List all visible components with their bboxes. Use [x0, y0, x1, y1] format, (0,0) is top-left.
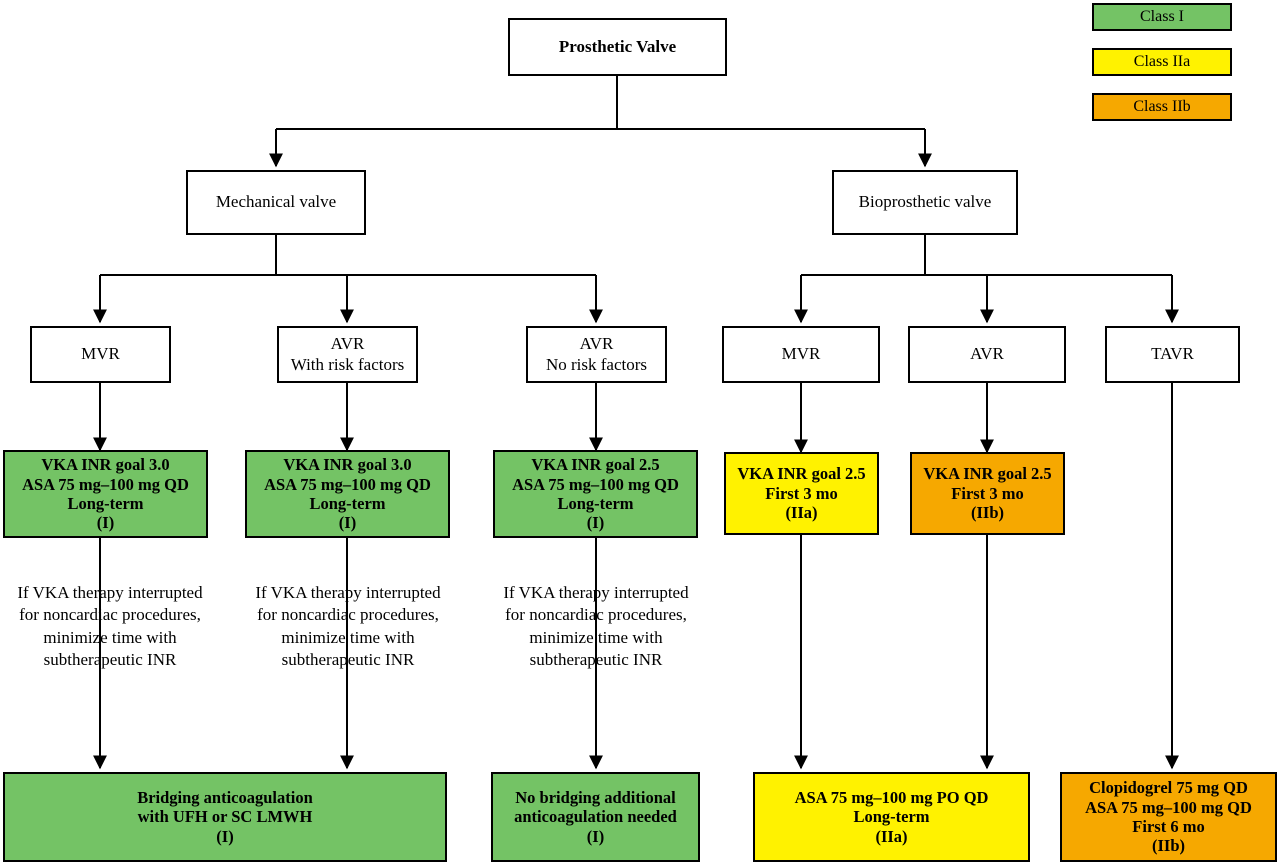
node-line: (I) [216, 826, 234, 846]
node-line: First 6 mo [1132, 817, 1205, 836]
node-line: Bridging anticoagulation [137, 787, 313, 807]
node-line: VKA INR goal 3.0 [41, 455, 170, 475]
node-line: ASA 75 mg–100 mg QD [512, 474, 679, 494]
node-line: ASA 75 mg–100 mg QD [1085, 797, 1252, 817]
node-line: Mechanical valve [215, 192, 337, 212]
note-line: If VKA therapy interrupted [503, 583, 689, 602]
node-rx-mechanical-avr-no-risk-factors[interactable]: VKA INR goal 2.5 ASA 75 mg–100 mg QD Lon… [493, 450, 698, 538]
node-line: ASA 75 mg–100 mg QD [22, 474, 189, 494]
note-line: for noncardiac procedures, [19, 605, 201, 625]
node-bioprosthetic-tavr[interactable]: TAVR [1105, 326, 1240, 383]
node-line: Long-term [853, 807, 930, 827]
node-line: (IIb) [970, 503, 1004, 523]
note-line: for noncardiac procedures, [505, 605, 687, 625]
node-line: (I) [586, 513, 605, 533]
note-mechanical-avr-risk-vka-interruption: If VKA therapy interrupted for noncardia… [238, 582, 458, 672]
node-line: (IIa) [875, 826, 908, 846]
node-mechanical-avr-with-risk-factors[interactable]: AVR With risk factors [277, 326, 418, 383]
note-line: subtherapeutic INR [43, 650, 177, 670]
node-line: (I) [586, 826, 605, 846]
node-line: With risk factors [290, 354, 405, 374]
note-mechanical-mvr-vka-interruption: If VKA therapy interrupted for noncardia… [0, 582, 220, 672]
node-mechanical-mvr[interactable]: MVR [30, 326, 171, 383]
node-line: AVR [579, 334, 614, 354]
node-mechanical-avr-no-risk-factors[interactable]: AVR No risk factors [526, 326, 667, 383]
node-line: ASA 75 mg–100 mg PO QD [794, 787, 989, 807]
note-mechanical-avr-norisk-vka-interruption: If VKA therapy interrupted for noncardia… [486, 582, 706, 672]
node-prosthetic-valve[interactable]: Prosthetic Valve [508, 18, 727, 76]
node-line: with UFH or SC LMWH [137, 807, 313, 827]
note-line: If VKA therapy interrupted [17, 583, 203, 602]
legend-item-class-iib[interactable]: Class IIb [1092, 93, 1232, 121]
note-line: If VKA therapy interrupted [255, 583, 441, 602]
node-line: Long-term [309, 494, 386, 513]
node-line: Prosthetic Valve [558, 36, 677, 56]
note-line: minimize time with [529, 627, 663, 647]
node-line: VKA INR goal 3.0 [283, 455, 412, 475]
legend-item-class-i[interactable]: Class I [1092, 3, 1232, 31]
note-line: subtherapeutic INR [529, 650, 663, 670]
node-line: Long-term [557, 494, 634, 513]
node-line: (IIa) [785, 503, 818, 523]
node-outcome-clopidogrel-asa[interactable]: Clopidogrel 75 mg QD ASA 75 mg–100 mg QD… [1060, 772, 1277, 862]
node-line: VKA INR goal 2.5 [737, 464, 866, 484]
legend-label: Class IIa [1133, 53, 1191, 70]
note-line: for noncardiac procedures, [257, 605, 439, 625]
node-line: Long-term [67, 494, 144, 513]
node-line: TAVR [1151, 344, 1194, 364]
note-line: subtherapeutic INR [281, 650, 415, 670]
node-outcome-bridging-anticoagulation[interactable]: Bridging anticoagulation with UFH or SC … [3, 772, 447, 862]
node-line: VKA INR goal 2.5 [923, 464, 1052, 484]
node-rx-mechanical-mvr[interactable]: VKA INR goal 3.0 ASA 75 mg–100 mg QD Lon… [3, 450, 208, 538]
node-line: (I) [96, 513, 115, 533]
node-line: VKA INR goal 2.5 [531, 455, 660, 475]
node-line: No risk factors [545, 354, 648, 374]
node-bioprosthetic-avr[interactable]: AVR [908, 326, 1066, 383]
legend-item-class-iia[interactable]: Class IIa [1092, 48, 1232, 76]
node-line: First 3 mo [951, 483, 1024, 503]
node-line: AVR [970, 344, 1004, 364]
node-outcome-no-bridging-needed[interactable]: No bridging additional anticoagulation n… [491, 772, 700, 862]
node-line: MVR [781, 344, 821, 364]
node-outcome-asa-long-term[interactable]: ASA 75 mg–100 mg PO QD Long-term (IIa) [753, 772, 1030, 862]
node-line: No bridging additional [515, 787, 676, 807]
node-rx-mechanical-avr-with-risk-factors[interactable]: VKA INR goal 3.0 ASA 75 mg–100 mg QD Lon… [245, 450, 450, 538]
node-bioprosthetic-mvr[interactable]: MVR [722, 326, 880, 383]
node-line: ASA 75 mg–100 mg QD [264, 474, 431, 494]
node-mechanical-valve[interactable]: Mechanical valve [186, 170, 366, 235]
node-line: anticoagulation needed [514, 807, 677, 827]
note-line: minimize time with [281, 627, 415, 647]
node-line: AVR [330, 334, 365, 354]
legend-label: Class IIb [1133, 98, 1191, 115]
node-line: First 3 mo [765, 483, 838, 503]
node-rx-bioprosthetic-mvr[interactable]: VKA INR goal 2.5 First 3 mo (IIa) [724, 452, 879, 535]
node-rx-bioprosthetic-avr[interactable]: VKA INR goal 2.5 First 3 mo (IIb) [910, 452, 1065, 535]
legend-label: Class I [1140, 8, 1184, 25]
node-line: Bioprosthetic valve [858, 192, 992, 212]
node-line: (I) [338, 513, 357, 533]
node-line: Clopidogrel 75 mg QD [1089, 778, 1248, 798]
node-line: MVR [81, 344, 120, 364]
node-bioprosthetic-valve[interactable]: Bioprosthetic valve [832, 170, 1018, 235]
node-line: (IIb) [1151, 836, 1185, 856]
note-line: minimize time with [43, 627, 177, 647]
